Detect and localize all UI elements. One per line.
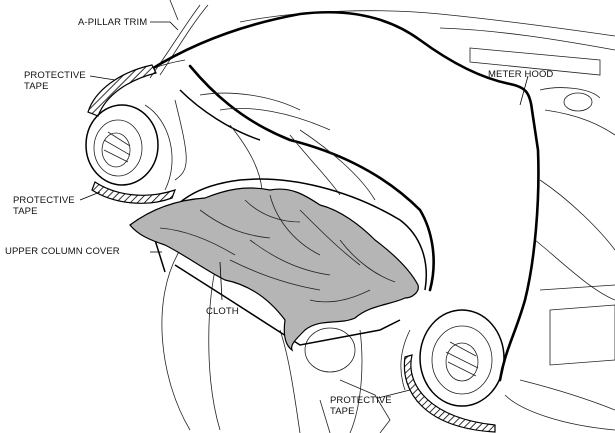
label-meter-hood: METER HOOD — [488, 69, 554, 80]
meter-hood — [148, 11, 540, 382]
label-a-pillar-trim: A-PILLAR TRIM — [78, 17, 148, 28]
upper-column-cover — [157, 178, 427, 291]
label-protective-tape-bottom: PROTECTIVE TAPE — [330, 395, 392, 417]
label-protective-tape-top: PROTECTIVE TAPE — [24, 70, 86, 92]
label-line-1: PROTECTIVE — [13, 195, 75, 206]
label-line-2: TAPE — [13, 206, 38, 217]
cloth-folds — [159, 194, 396, 303]
right-air-vent — [419, 309, 505, 407]
label-upper-column-cover: UPPER COLUMN COVER — [5, 246, 120, 257]
protective-tape-bottom — [403, 354, 496, 433]
protective-tape-middle — [91, 181, 177, 204]
leader-lines — [79, 21, 529, 399]
label-protective-tape-middle: PROTECTIVE TAPE — [13, 195, 75, 217]
cloth — [129, 187, 419, 352]
label-line-1: PROTECTIVE — [330, 395, 392, 406]
label-line-1: PROTECTIVE — [24, 70, 86, 81]
label-cloth: CLOTH — [206, 306, 239, 317]
left-air-vent — [85, 104, 173, 191]
protective-tape-top — [87, 64, 157, 117]
label-line-2: TAPE — [330, 406, 355, 417]
label-line-2: TAPE — [24, 81, 49, 92]
